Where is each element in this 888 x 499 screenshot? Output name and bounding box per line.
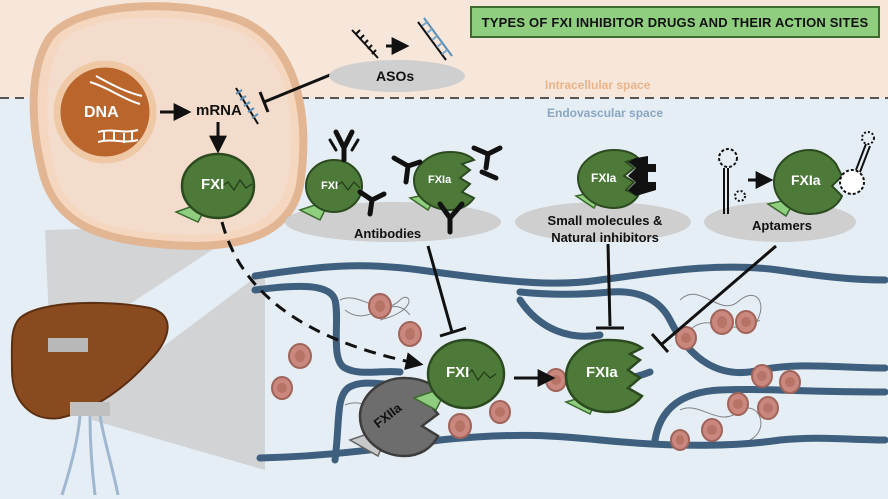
dna-helix-icon — [89, 75, 143, 143]
nucleus — [53, 60, 157, 164]
aptamers-label: Aptamers — [752, 218, 812, 233]
red-blood-cell — [398, 321, 422, 347]
fxia-vessel-label: FXIa — [586, 364, 618, 381]
red-blood-cell — [735, 310, 757, 334]
red-blood-cell — [751, 364, 773, 388]
red-blood-cell — [727, 392, 749, 416]
asos-label: ASOs — [376, 68, 415, 84]
fxia-protein-antibody-target — [408, 150, 476, 212]
endovascular-space-label: Endovascular space — [547, 106, 664, 120]
red-blood-cell — [448, 413, 472, 439]
fxia-protein-aptamer-target — [766, 148, 844, 218]
antibody-y-icon — [328, 129, 360, 163]
fxi-protein-antibody-target — [298, 159, 363, 222]
asos-pad — [329, 60, 465, 92]
fxia-aptamer-target-label: FXIa — [791, 172, 821, 188]
aso-inhibition-line — [263, 73, 331, 104]
fxi-antibody-target-label: FXI — [321, 180, 339, 192]
fxi-protein-cell — [173, 152, 256, 223]
fxia-small-molecule-target-label: FXIa — [591, 171, 617, 185]
antibody-icons — [328, 129, 503, 235]
small-molecule-inhibition-line — [606, 243, 612, 327]
red-blood-cell — [368, 293, 392, 319]
red-blood-cell — [675, 326, 697, 350]
intracellular-space-label: Intracellular space — [545, 78, 651, 92]
antibody-inhibition-line — [426, 245, 454, 333]
mrna-strand-icon — [235, 87, 259, 125]
aptamer-inhibition-line — [661, 244, 777, 346]
red-blood-cell — [670, 429, 690, 451]
bound-aptamer-icon — [839, 131, 875, 195]
antibody-y-icon — [437, 201, 465, 235]
red-blood-cell — [489, 400, 511, 424]
fxi-cell-label: FXI — [201, 176, 225, 193]
fxi-secretion-path — [220, 221, 424, 370]
antibody-y-icon — [357, 189, 387, 217]
antibodies-label: Antibodies — [354, 226, 422, 241]
red-blood-cell — [701, 418, 723, 442]
red-blood-cell — [545, 368, 567, 392]
aptamer-icon — [718, 148, 746, 214]
fxia-protein-vessel — [563, 338, 645, 416]
red-blood-cells — [271, 293, 801, 451]
fxi-protein-vessel — [412, 338, 506, 412]
antibody-inhibition-bar — [439, 326, 467, 338]
fxia-antibody-target-label: FXIa — [428, 174, 452, 186]
aso-mrna-duplex-icon — [417, 17, 453, 61]
small-molecules-label: Small molecules & Natural inhibitors — [540, 212, 670, 246]
small-molecules-label-line1: Small molecules & — [547, 213, 663, 228]
aptamer-inhibition-bar — [650, 333, 670, 353]
red-blood-cell — [271, 376, 293, 400]
fxia-protein-small-molecule-target — [574, 148, 640, 210]
red-blood-cell — [779, 370, 801, 394]
red-blood-cell — [710, 309, 734, 335]
fxi-vessel-label: FXI — [446, 364, 470, 381]
mrna-label: mRNA — [196, 102, 242, 119]
liver-illustration — [10, 301, 169, 496]
aso-oligo-icon — [351, 29, 379, 59]
red-blood-cell — [288, 343, 312, 369]
small-molecules-pad — [515, 202, 691, 242]
zoom-wedge-vessel — [92, 270, 265, 470]
diagram-title: TYPES OF FXI INHIBITOR DRUGS AND THEIR A… — [470, 6, 880, 38]
small-molecules-label-line2: Natural inhibitors — [551, 230, 659, 245]
antibody-y-icon — [391, 155, 423, 185]
red-blood-cell — [757, 396, 779, 420]
antibody-y-icon — [471, 145, 503, 181]
dna-label: DNA — [84, 104, 119, 121]
small-molecule-inhibitor-icon — [628, 156, 656, 196]
aso-inhibition-bar — [258, 91, 270, 113]
